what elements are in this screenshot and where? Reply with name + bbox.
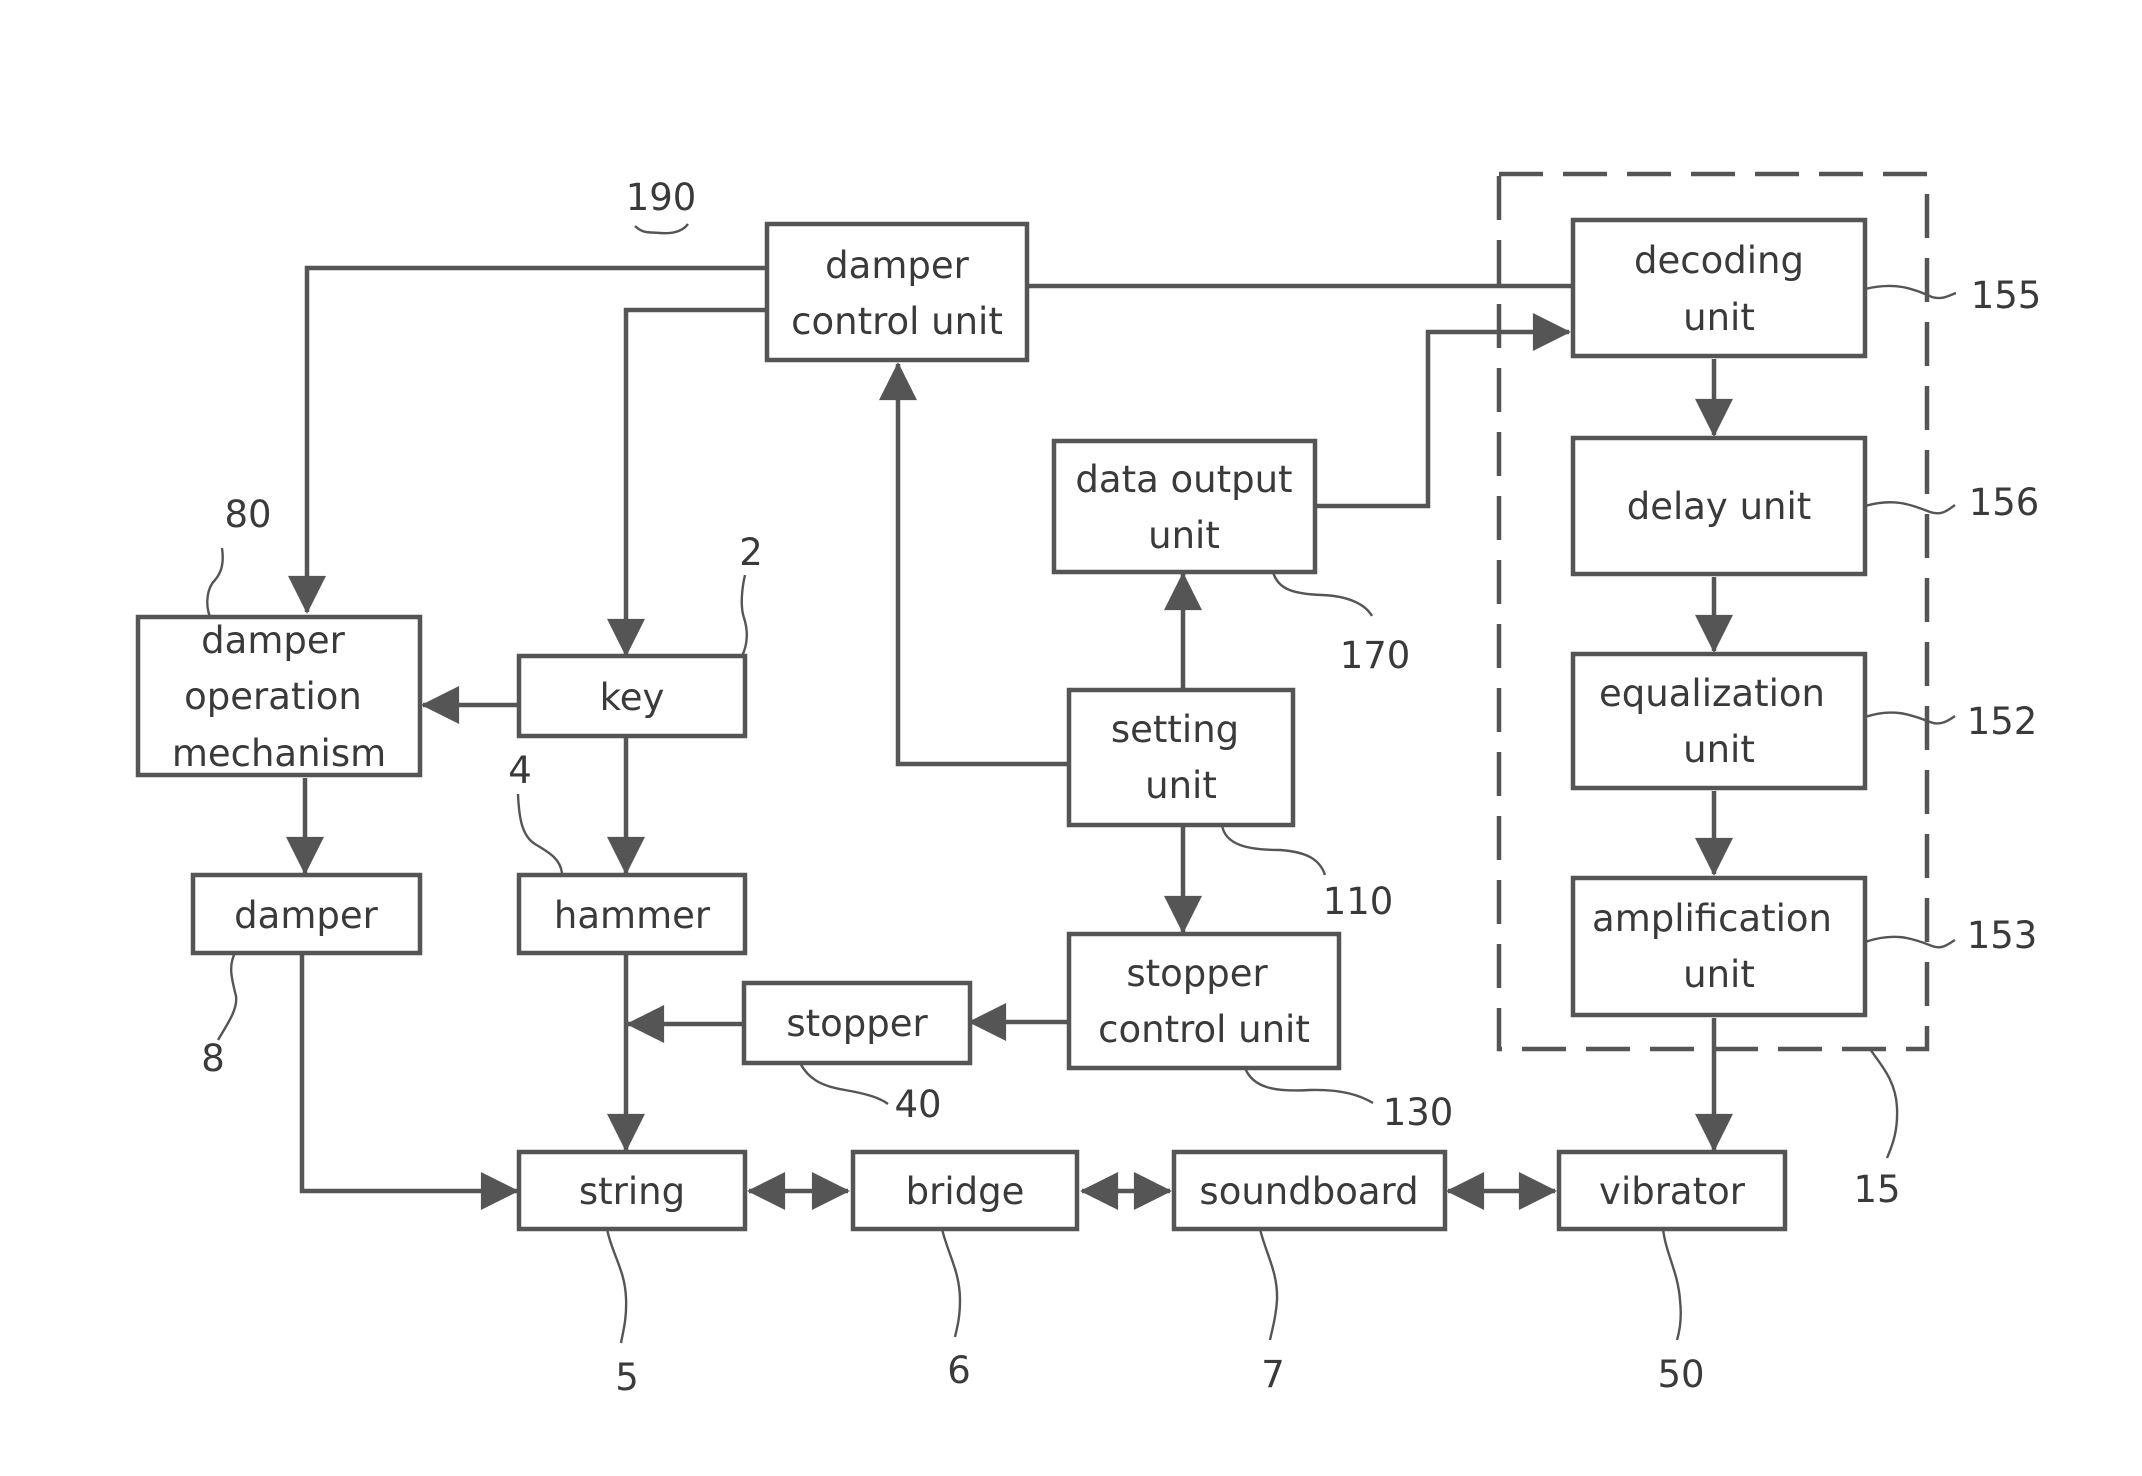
leader-4: [518, 794, 562, 873]
leader-170: [1273, 572, 1372, 616]
leader-7: [1260, 1229, 1277, 1340]
block-damper-control-unit: damper control unit: [767, 224, 1027, 360]
decoding-unit-line-2: unit: [1683, 296, 1755, 339]
block-stopper-control-unit: stopper control unit: [1069, 934, 1339, 1068]
ref-50: 50: [1657, 1353, 1704, 1396]
stopper-control-unit-line-2: control unit: [1098, 1008, 1310, 1051]
ref-40: 40: [894, 1083, 941, 1126]
ref-190: 190: [626, 176, 697, 219]
leader-2: [742, 575, 747, 656]
ref-7: 7: [1261, 1353, 1285, 1396]
ref-4: 4: [508, 749, 532, 792]
leader-15: [1870, 1049, 1897, 1158]
block-setting-unit: setting unit: [1069, 690, 1293, 825]
wire-damper-to-string: [302, 953, 517, 1191]
block-equalization-unit: equalization unit: [1573, 654, 1865, 788]
wire-damper-control-to-operation: [307, 268, 767, 612]
setting-unit-line-1: setting: [1111, 708, 1239, 751]
ref-155: 155: [1971, 274, 2042, 317]
damper-control-unit-line-2: control unit: [791, 300, 1003, 343]
equalization-unit-line-2: unit: [1683, 728, 1755, 771]
block-key: key: [519, 656, 745, 736]
decoding-unit-line-1: decoding: [1634, 239, 1804, 282]
damper-control-unit-line-1: damper: [825, 244, 969, 287]
amplification-unit-line-2: unit: [1683, 953, 1755, 996]
block-vibrator: vibrator: [1559, 1152, 1785, 1229]
damper-operation-mechanism-line-1: damper: [201, 619, 345, 662]
ref-8: 8: [201, 1037, 225, 1080]
damper-operation-mechanism-line-3: mechanism: [172, 732, 386, 775]
ref-110: 110: [1323, 880, 1394, 923]
string-label: string: [579, 1170, 685, 1213]
ref-80: 80: [224, 493, 271, 536]
ref-156: 156: [1969, 481, 2040, 524]
block-data-output-unit: data output unit: [1054, 441, 1315, 572]
block-amplification-unit: amplification unit: [1573, 878, 1865, 1015]
hammer-label: hammer: [554, 894, 711, 937]
leader-6: [942, 1229, 960, 1337]
delay-unit-label: delay unit: [1627, 485, 1812, 528]
ref-15: 15: [1853, 1168, 1900, 1211]
damper-label: damper: [234, 894, 378, 937]
block-decoding-unit: decoding unit: [1573, 220, 1865, 356]
data-output-unit-line-1: data output: [1075, 458, 1292, 501]
connections: [302, 268, 1714, 1191]
wire-setting-to-damper-control: [898, 364, 1069, 764]
leader-40: [800, 1063, 888, 1104]
block-stopper: stopper: [744, 983, 970, 1063]
amplification-unit-line-1: amplification: [1592, 897, 1832, 940]
leader-8: [218, 953, 236, 1040]
equalization-unit-line-1: equalization: [1599, 672, 1825, 715]
ref-130: 130: [1383, 1091, 1454, 1134]
data-output-unit-line-2: unit: [1148, 514, 1220, 557]
ref-6: 6: [947, 1349, 971, 1392]
block-delay-unit: delay unit: [1573, 438, 1865, 574]
wire-damper-control-to-key: [626, 310, 767, 655]
block-soundboard: soundboard: [1174, 1152, 1445, 1229]
ref-170: 170: [1340, 634, 1411, 677]
stopper-label: stopper: [786, 1002, 928, 1045]
block-string: string: [519, 1152, 745, 1229]
leader-152: [1865, 713, 1955, 724]
key-label: key: [600, 676, 665, 719]
stopper-control-unit-line-1: stopper: [1126, 952, 1268, 995]
leader-153: [1865, 937, 1955, 948]
damper-operation-mechanism-line-2: operation: [184, 675, 362, 718]
leader-50: [1663, 1229, 1681, 1340]
block-hammer: hammer: [519, 875, 745, 953]
block-bridge: bridge: [853, 1152, 1077, 1229]
leader-190: [635, 224, 688, 233]
leader-80: [207, 548, 222, 617]
ref-5: 5: [615, 1356, 639, 1399]
ref-2: 2: [739, 531, 763, 574]
setting-unit-line-2: unit: [1145, 764, 1217, 807]
leader-155: [1865, 286, 1956, 298]
leader-156: [1865, 502, 1955, 513]
leader-5: [607, 1229, 626, 1343]
bridge-label: bridge: [906, 1170, 1025, 1213]
block-damper-operation-mechanism: damper operation mechanism: [138, 617, 420, 775]
soundboard-label: soundboard: [1199, 1170, 1418, 1213]
ref-152: 152: [1967, 700, 2038, 743]
leader-130: [1245, 1068, 1373, 1103]
wire-data-output-to-decoding: [1315, 332, 1569, 506]
leader-110: [1222, 825, 1325, 875]
ref-153: 153: [1967, 914, 2038, 957]
vibrator-label: vibrator: [1599, 1170, 1746, 1213]
block-damper: damper: [193, 875, 420, 953]
